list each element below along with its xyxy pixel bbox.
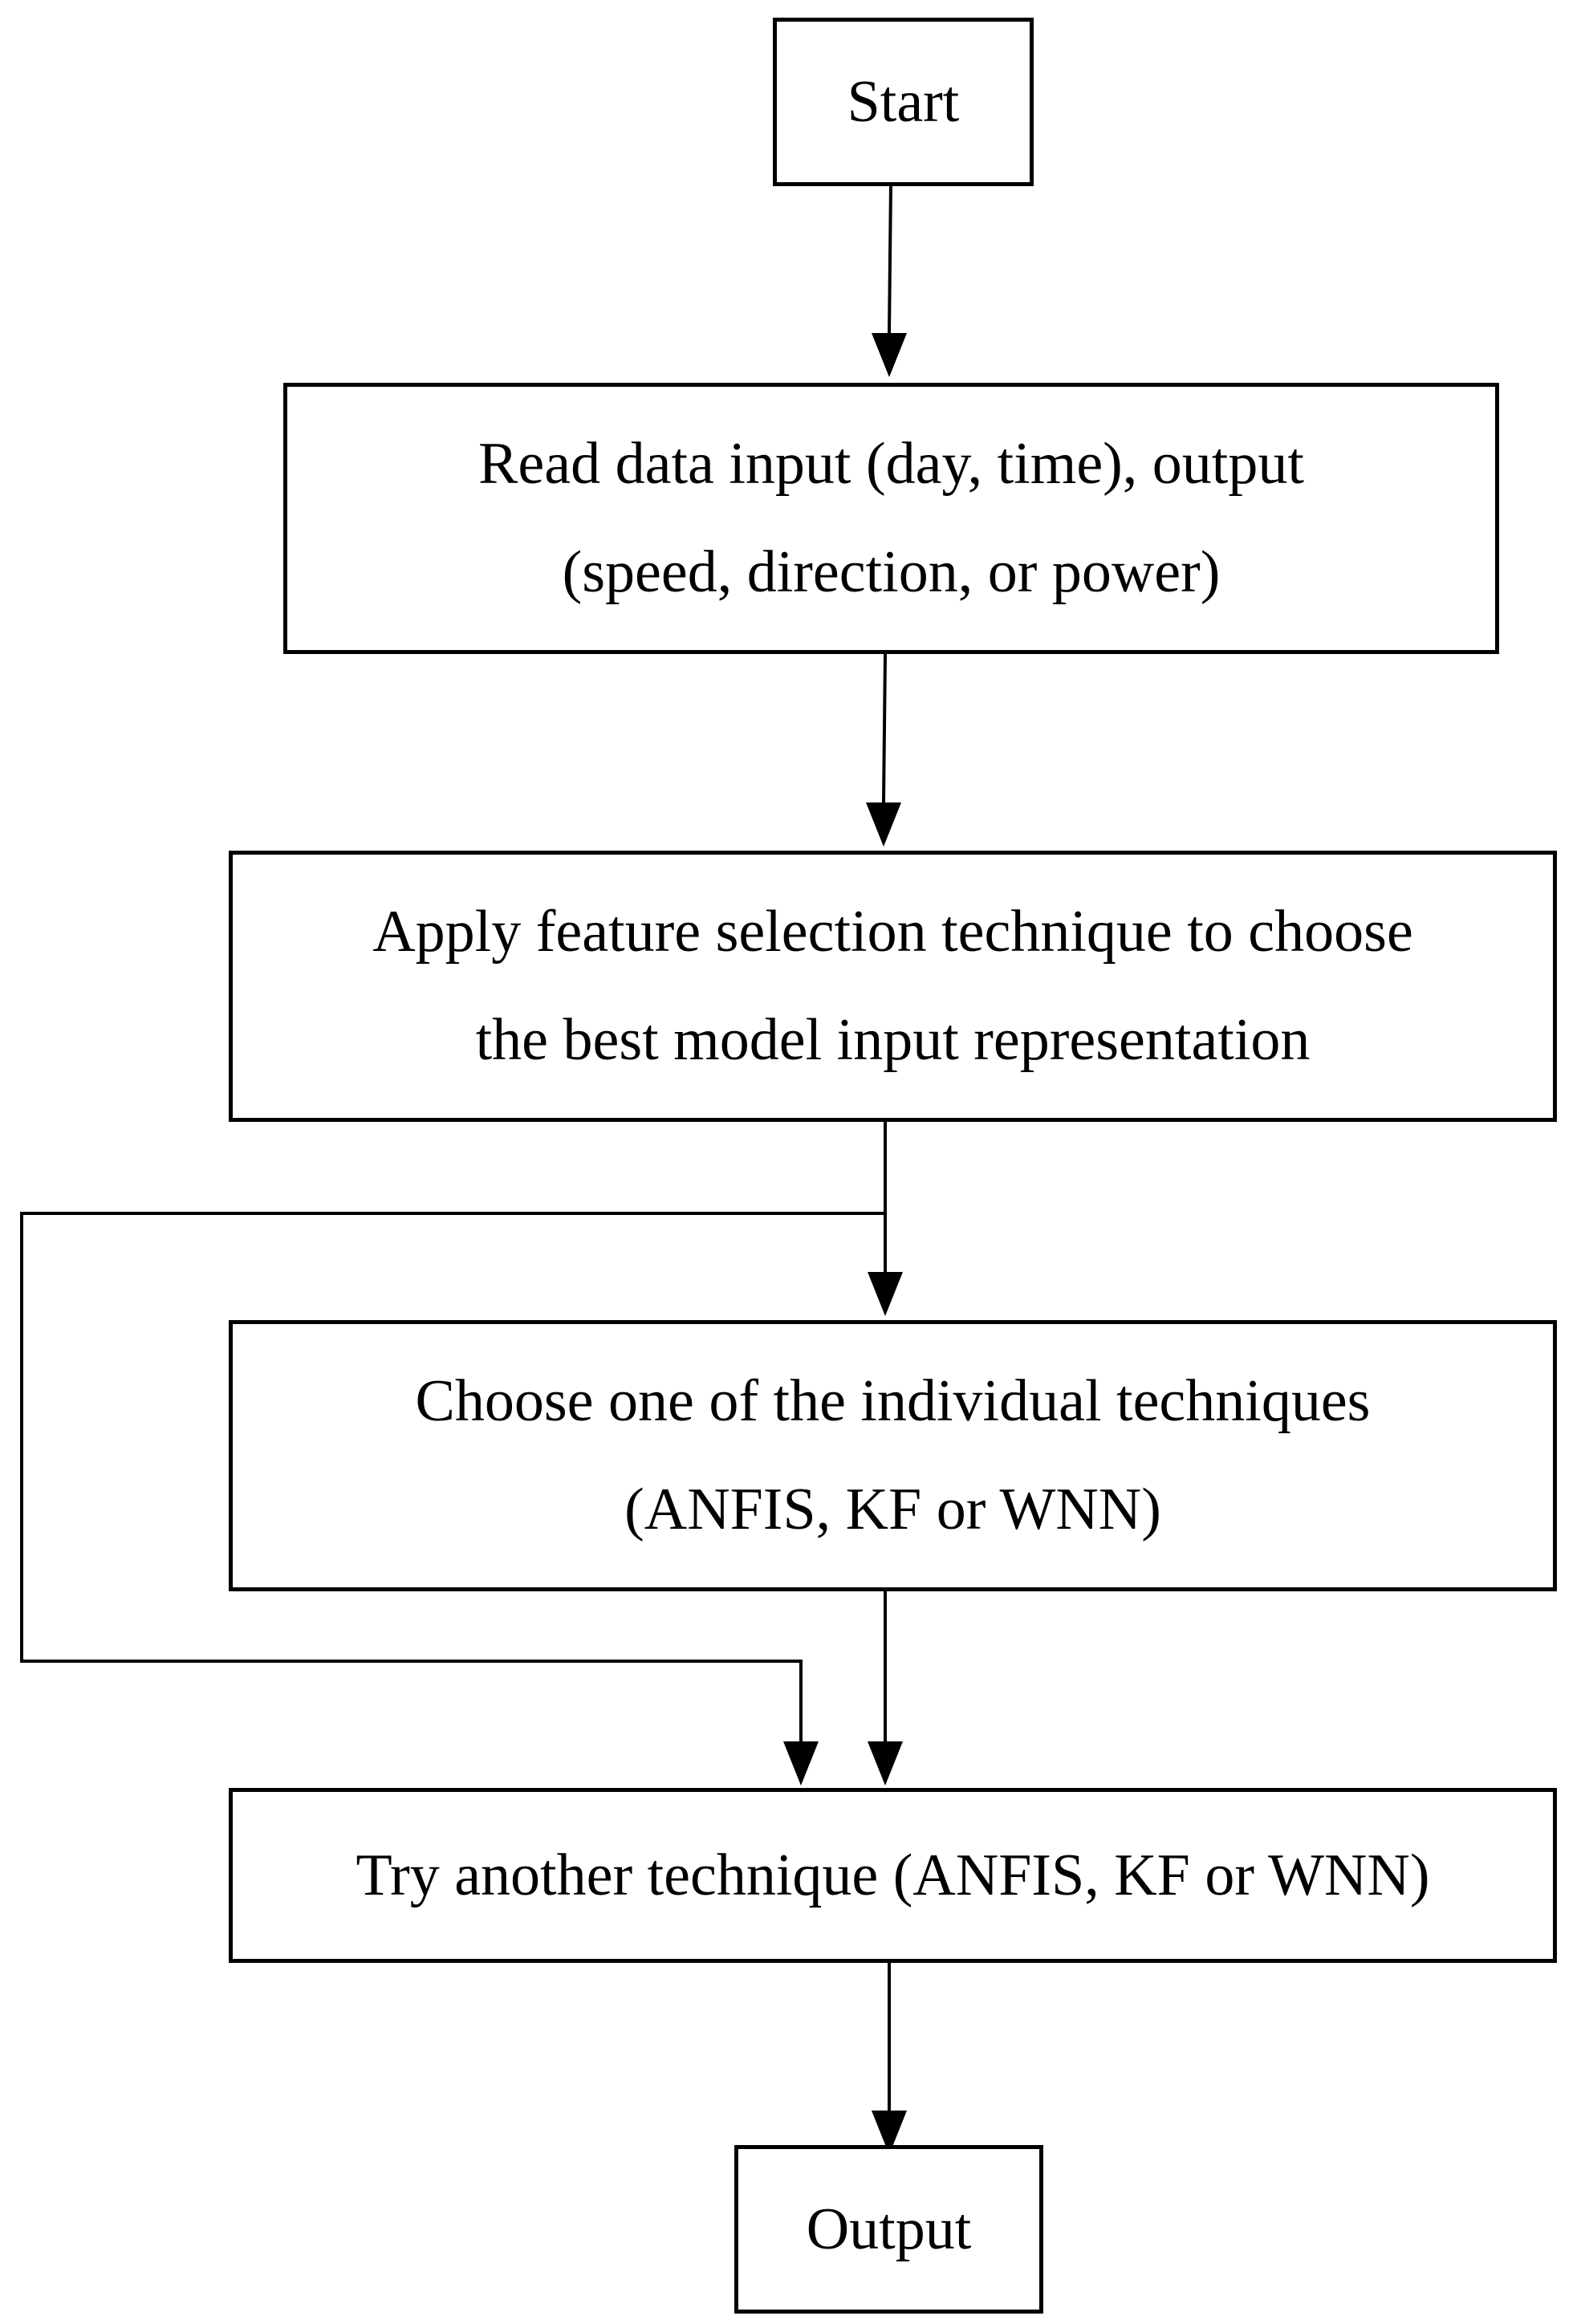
try-another-box: Try another technique (ANFIS, KF or WNN): [229, 1788, 1557, 1963]
feature-selection-line2: the best model input representation: [475, 1007, 1311, 1073]
choose-technique-box: Choose one of the individual techniques …: [229, 1320, 1557, 1591]
read-data-text: Read data input (day, time), output (spe…: [462, 410, 1320, 627]
arrowhead-bypass-to-try: [783, 1741, 819, 1786]
start-box: Start: [773, 18, 1034, 186]
start-label: Start: [847, 68, 960, 135]
connector-read-to-feature: [882, 653, 887, 803]
output-label: Output: [806, 2196, 972, 2262]
choose-technique-line1: Choose one of the individual techniques: [415, 1368, 1371, 1434]
feature-selection-line1: Apply feature selection technique to cho…: [372, 899, 1413, 965]
connector-bypass-loop: [20, 1212, 885, 1741]
read-data-line1: Read data input (day, time), output: [478, 431, 1304, 497]
choose-technique-line2: (ANFIS, KF or WNN): [624, 1477, 1161, 1542]
output-box: Output: [734, 2145, 1043, 2314]
choose-technique-text: Choose one of the individual techniques …: [400, 1347, 1387, 1564]
read-data-box: Read data input (day, time), output (spe…: [283, 383, 1499, 654]
arrowhead-choose-to-try: [868, 1741, 903, 1786]
arrowhead-to-feature: [866, 802, 901, 847]
arrowhead-to-output: [872, 2111, 907, 2155]
read-data-line2: (speed, direction, or power): [562, 539, 1221, 605]
feature-selection-text: Apply feature selection technique to cho…: [356, 878, 1429, 1095]
arrowhead-to-choose: [868, 1272, 903, 1316]
try-another-label: Try another technique (ANFIS, KF or WNN): [356, 1842, 1430, 1908]
feature-selection-box: Apply feature selection technique to cho…: [229, 851, 1557, 1122]
connector-start-to-read: [888, 184, 892, 334]
arrowhead-to-read: [872, 333, 907, 377]
